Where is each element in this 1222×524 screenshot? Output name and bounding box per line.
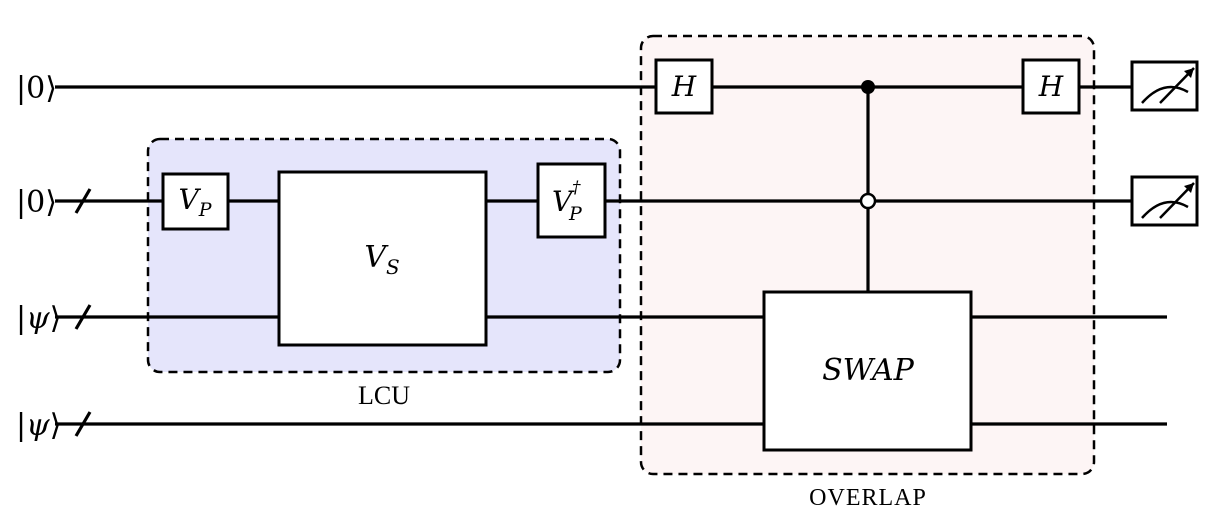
swap-gate xyxy=(762,290,973,452)
hadamard-gate-left xyxy=(654,58,714,115)
control-dot-icon xyxy=(861,80,875,94)
vp-dagger-gate xyxy=(536,162,607,239)
input-ket-q3: |ψ⟩ xyxy=(16,408,61,443)
hadamard-right-label: H xyxy=(1038,70,1064,103)
vp-dagger-sup: † xyxy=(572,178,581,198)
hadamard-left-label: H xyxy=(671,70,697,103)
input-ket-q0: |0⟩ xyxy=(16,71,57,106)
input-ket-q1: |0⟩ xyxy=(16,185,57,220)
overlap-label: OVERLAP xyxy=(809,485,927,511)
vp-gate-label: VP xyxy=(178,183,212,221)
vs-gate xyxy=(277,170,488,347)
measurement-meter-icon xyxy=(1130,60,1199,112)
vp-dagger-sub: P xyxy=(568,203,583,225)
input-ket-q2: |ψ⟩ xyxy=(16,301,61,336)
bundle-slash-icon xyxy=(74,411,92,437)
vp-gate xyxy=(161,172,230,231)
bundle-slash-icon xyxy=(74,188,92,214)
lcu-label: LCU xyxy=(358,381,410,410)
swap-gate-label: SWAP xyxy=(822,353,915,388)
hadamard-gate-right xyxy=(1021,58,1081,115)
vp-dagger-base: V xyxy=(552,185,575,218)
anti-control-circle-icon xyxy=(859,192,877,210)
vs-gate-label: VS xyxy=(364,240,399,279)
bundle-slash-icon xyxy=(74,304,92,330)
measurement-meter-icon xyxy=(1130,175,1199,227)
